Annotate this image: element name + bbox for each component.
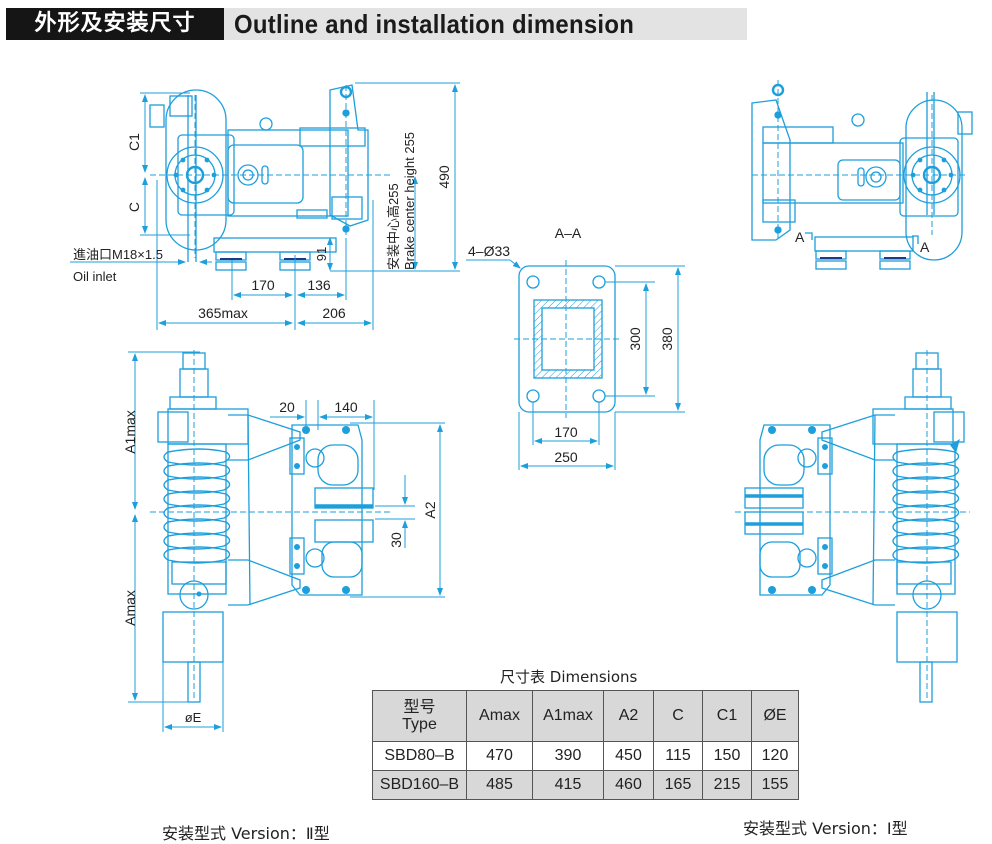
front-view-dimensions — [128, 351, 445, 732]
cell-a1max: 415 — [532, 770, 604, 800]
header-type-cn: 型号 — [403, 699, 436, 716]
cell-c1: 215 — [702, 770, 752, 800]
dim-oe: øE — [185, 710, 202, 725]
front-view-bolts — [196, 426, 350, 597]
dim-170-aa: 170 — [554, 424, 578, 440]
dim-91: 91 — [314, 247, 329, 261]
header-type-en: Type — [402, 716, 437, 733]
header-type: 型号 Type — [372, 690, 467, 742]
front-view-mirrored-drawing — [735, 350, 970, 703]
section-mark-a-right: A — [920, 239, 930, 255]
section-aa-drawing — [514, 260, 620, 418]
header-oe: ØE — [751, 690, 799, 742]
header-title-en: Outline and installation dimension — [234, 9, 635, 39]
dim-140: 140 — [334, 399, 358, 415]
dim-380: 380 — [659, 327, 675, 351]
caption-version-i: 安装型式 Version：Ⅰ型 — [743, 819, 908, 838]
header-a2: A2 — [603, 690, 654, 742]
cell-a2: 450 — [603, 741, 654, 771]
oil-inlet-label-cn: 進油口M18×1.5 — [73, 247, 163, 262]
table-row: SBD160–B 485 415 460 165 215 155 — [372, 770, 799, 800]
cell-c: 115 — [653, 741, 703, 771]
section-aa-dimensions — [466, 259, 685, 470]
section-mark-a-left: A — [795, 229, 805, 245]
table-row: SBD80–B 470 390 450 115 150 120 — [372, 741, 799, 771]
header-c: C — [653, 690, 703, 742]
cell-a1max: 390 — [532, 741, 604, 771]
dim-206: 206 — [322, 305, 346, 321]
dimensions-table-title: 尺寸表 Dimensions — [500, 668, 638, 686]
dim-30: 30 — [388, 532, 404, 548]
dim-365max: 365max — [198, 305, 248, 321]
cell-c: 165 — [653, 770, 703, 800]
dim-a1max: A1max — [122, 410, 138, 454]
right-side-view-drawing — [751, 80, 973, 270]
oil-inlet-label-en: Oil inlet — [73, 269, 117, 284]
cell-amax: 470 — [466, 741, 533, 771]
dim-amax: Amax — [122, 590, 138, 626]
dim-490: 490 — [436, 165, 452, 189]
header-title-cn: 外形及安装尺寸 — [6, 8, 224, 40]
header-c1: C1 — [702, 690, 752, 742]
side-view-drawing — [149, 84, 390, 271]
front-view-mirrored-bolts — [768, 426, 960, 594]
dim-c1: C1 — [126, 133, 142, 151]
cell-a2: 460 — [603, 770, 654, 800]
dim-a2: A2 — [422, 501, 438, 518]
brake-center-label-en: Brake center height 255 — [402, 132, 417, 270]
table-header-row: 型号 Type Amax A1max A2 C C1 ØE — [372, 690, 799, 742]
holes-label: 4–Ø33 — [468, 243, 510, 259]
brake-center-label-cn: 安装中心高255 — [386, 183, 401, 270]
header-a1max: A1max — [532, 690, 604, 742]
section-header: 外形及安装尺寸 Outline and installation dimensi… — [6, 8, 747, 40]
cell-oe: 155 — [751, 770, 799, 800]
caption-version-ii: 安装型式 Version：Ⅱ型 — [162, 824, 330, 843]
front-view-drawing — [150, 350, 390, 703]
side-view-dimensions — [70, 82, 460, 330]
cell-amax: 485 — [466, 770, 533, 800]
cell-oe: 120 — [751, 741, 799, 771]
cell-c1: 150 — [702, 741, 752, 771]
section-aa-title: A–A — [555, 225, 582, 241]
header-amax: Amax — [466, 690, 533, 742]
dimensions-table: 型号 Type Amax A1max A2 C C1 ØE SBD80–B 47… — [372, 690, 799, 800]
dim-250: 250 — [554, 449, 578, 465]
dim-170-side: 170 — [251, 277, 275, 293]
dim-136: 136 — [307, 277, 331, 293]
cell-type: SBD80–B — [372, 741, 467, 771]
cell-type: SBD160–B — [372, 770, 467, 800]
dim-c: C — [126, 202, 142, 212]
dim-300: 300 — [627, 327, 643, 351]
dim-20: 20 — [279, 399, 295, 415]
